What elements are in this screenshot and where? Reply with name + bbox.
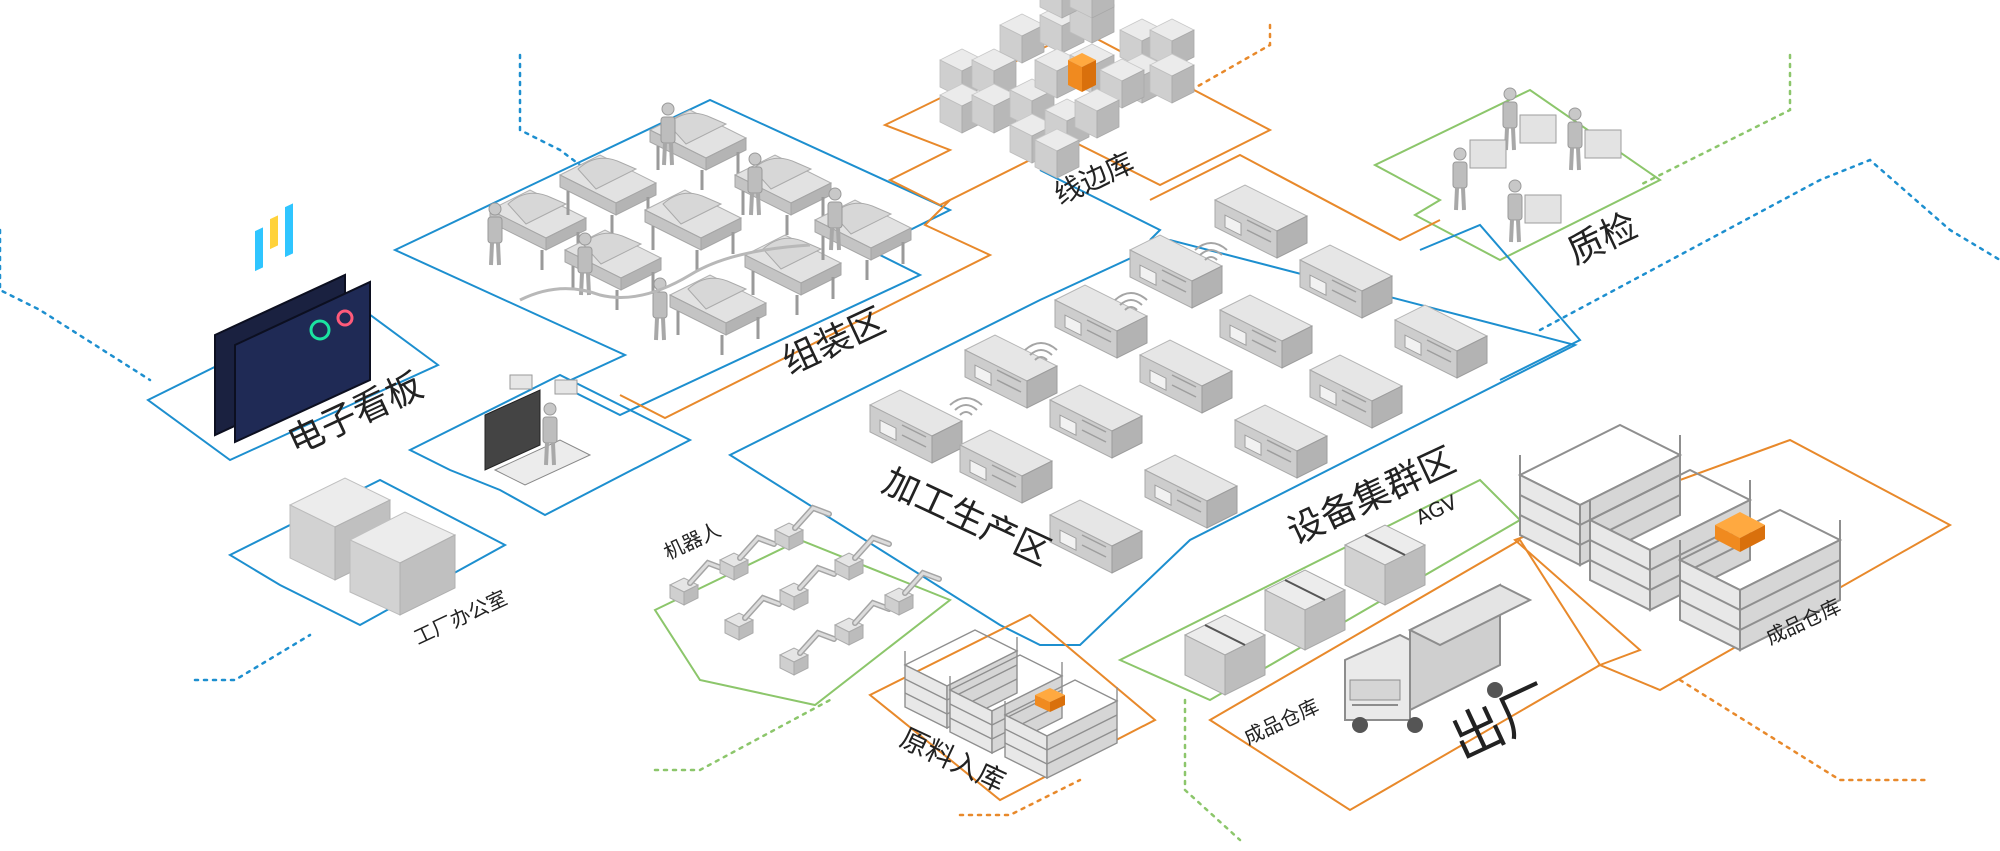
quality-blue — [1419, 223, 1582, 381]
cluster-outline — [727, 238, 1578, 646]
label-robot: 机器人 — [660, 517, 725, 564]
dotted-connectors — [0, 23, 2000, 842]
dashboard-screens — [214, 203, 371, 444]
line-side-store-shelving — [939, 0, 1195, 179]
label-quality-check: 质检 — [1561, 206, 1644, 274]
office-buildings — [288, 477, 457, 616]
line-side-store-blue — [1039, 169, 1162, 241]
operator-workstation — [484, 374, 592, 486]
finished-goods-racks — [1519, 424, 1841, 651]
fg-store-outline — [1513, 438, 1953, 692]
raw-inbound-outline — [868, 613, 1157, 802]
highlighted-bin — [1068, 53, 1096, 92]
assembly-line-cars — [486, 101, 913, 357]
quality-outline — [1372, 88, 1662, 262]
label-fg-store-left: 成品仓库 — [1240, 694, 1323, 750]
zone-outlines — [146, 28, 1953, 812]
label-assembly: 组装区 — [776, 300, 891, 383]
raw-material-racks — [904, 629, 1118, 779]
assembly-orange-edge — [619, 199, 993, 420]
delivery-truck — [1344, 583, 1533, 733]
office-outline — [227, 478, 508, 627]
quality-orange — [1149, 153, 1441, 242]
assembly-outline — [392, 98, 953, 417]
operator-outline — [407, 373, 693, 517]
robot-outline — [653, 538, 952, 707]
quality-inspection-stations — [1451, 86, 1622, 244]
